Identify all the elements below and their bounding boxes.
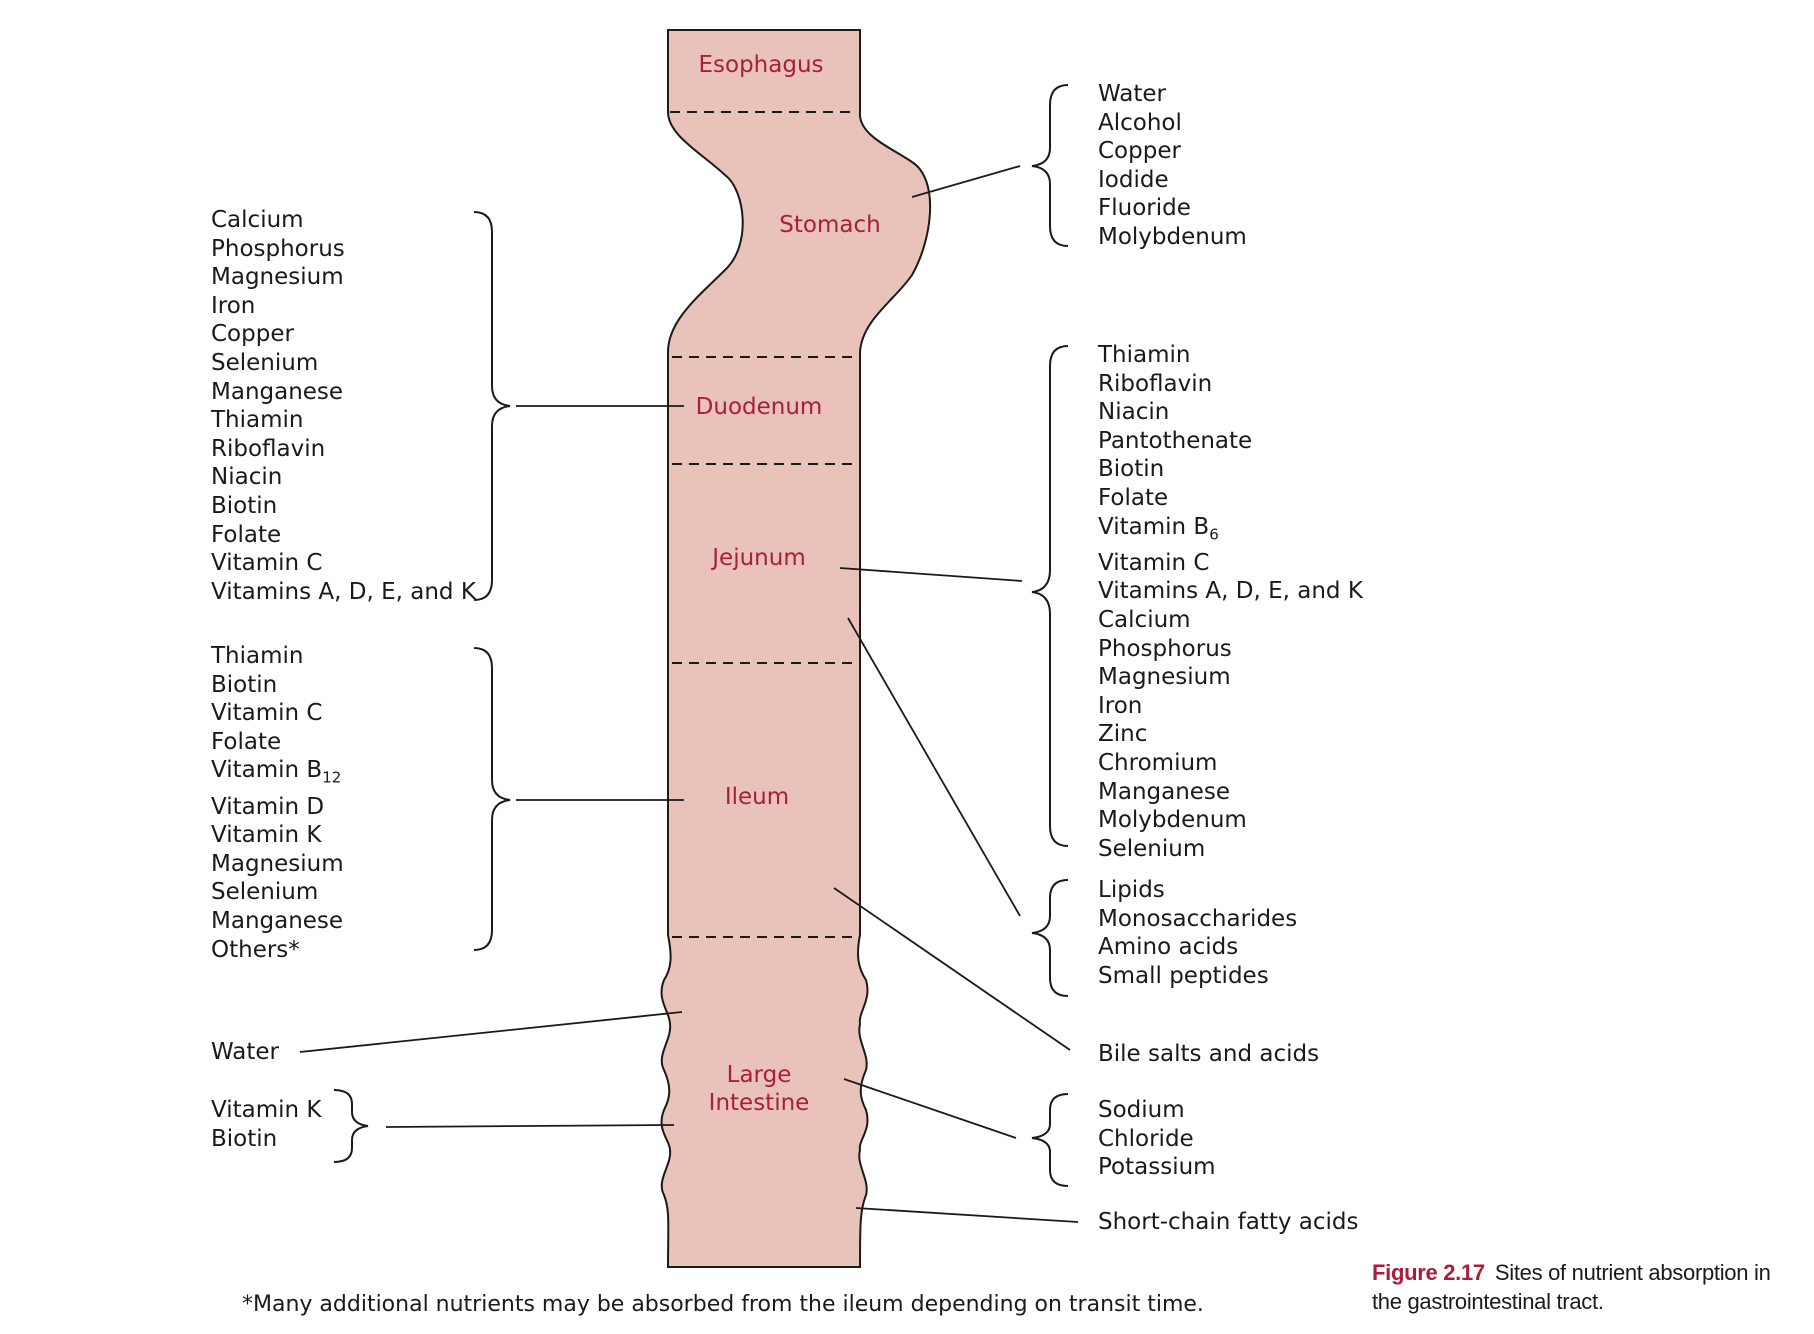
- leader-macros: [847, 617, 1021, 917]
- bile-salts-label: Bile salts and acids: [1098, 1041, 1320, 1067]
- nutrient-item: Magnesium: [211, 850, 344, 877]
- duodenum-label: Duodenum: [695, 394, 823, 420]
- scfa-label: Short-chain fatty acids: [1098, 1209, 1359, 1235]
- gi-tract-outline: [660, 29, 931, 1268]
- nutrient-item: Niacin: [211, 464, 283, 491]
- jejunum-brace: [1031, 345, 1069, 847]
- region-boundaries: [670, 111, 858, 938]
- nutrient-item: Vitamin C: [211, 550, 323, 577]
- nutrient-item: Copper: [1098, 138, 1181, 165]
- nutrient-item: Vitamin D: [211, 793, 325, 820]
- nutrient-item: Vitamin K: [211, 822, 322, 849]
- nutrient-item: Sodium: [1098, 1097, 1185, 1123]
- nutrient-item: Magnesium: [1098, 664, 1231, 691]
- nutrient-item: Pantothenate: [1098, 427, 1253, 454]
- macros-brace: [1031, 879, 1069, 997]
- nutrient-item: Thiamin: [211, 643, 304, 669]
- nutrient-item: Selenium: [211, 349, 319, 376]
- nutrient-item: Water: [1098, 81, 1166, 107]
- nutrient-item: Chloride: [1098, 1125, 1194, 1152]
- nutrient-item: Biotin: [211, 671, 278, 698]
- water-label: Water: [211, 1039, 279, 1065]
- footnote: *Many additional nutrients may be absorb…: [242, 1292, 1204, 1317]
- nutrient-item: Folate: [1098, 484, 1169, 511]
- esophagus-label: Esophagus: [698, 52, 824, 78]
- nutrient-item: Phosphorus: [211, 235, 345, 262]
- nutrient-item: Vitamin K: [211, 1097, 322, 1123]
- nutrient-item: Amino acids: [1098, 934, 1239, 961]
- nutrient-item: Potassium: [1098, 1154, 1216, 1181]
- nutrient-item: Selenium: [1098, 835, 1206, 862]
- stomach-brace: [1031, 84, 1069, 247]
- leader-vitamins: [385, 1124, 675, 1128]
- leader-bile: [833, 887, 1071, 1051]
- nutrient-item: Thiamin: [1098, 342, 1191, 368]
- nutrient-item: Riboflavin: [211, 435, 326, 462]
- nutrient-item: Zinc: [1098, 721, 1148, 748]
- nutrient-item: Niacin: [1098, 399, 1170, 426]
- nutrient-item: Manganese: [1098, 778, 1231, 805]
- nutrient-item: Riboflavin: [1098, 370, 1213, 397]
- vitamins-brace: [333, 1089, 369, 1163]
- nutrient-item: Molybdenum: [1098, 807, 1247, 834]
- leader-water: [299, 1011, 683, 1053]
- nutrient-item: Vitamin B12: [211, 757, 342, 787]
- nutrient-item: Folate: [211, 521, 282, 548]
- nutrient-item: Magnesium: [211, 264, 344, 291]
- nutrient-item: Selenium: [211, 879, 319, 906]
- large-intestine-label: Large Intestine: [708, 1062, 810, 1116]
- nutrient-item: Phosphorus: [1098, 635, 1232, 662]
- ileum-label: Ileum: [724, 784, 790, 810]
- nutrient-item: Vitamin B6: [1098, 513, 1219, 544]
- ileum-brace: [473, 647, 511, 951]
- nutrient-item: Lipids: [1098, 877, 1165, 903]
- nutrient-item: Biotin: [211, 492, 278, 519]
- nutrient-item: Iron: [1098, 692, 1143, 719]
- nutrient-item: Monosaccharides: [1098, 905, 1298, 932]
- nutrient-item: Small peptides: [1098, 962, 1269, 989]
- nutrient-item: Biotin: [211, 1125, 278, 1152]
- leader-stomach: [911, 165, 1021, 198]
- leader-jejunum: [839, 567, 1023, 582]
- duodenum-brace: [473, 211, 511, 601]
- nutrient-item: Thiamin: [211, 407, 304, 434]
- jejunum-label: Jejunum: [712, 545, 806, 571]
- nutrient-item: Vitamins A, D, E, and K: [1098, 578, 1363, 605]
- nutrient-item: Others*: [211, 936, 300, 963]
- leader-lines: [299, 165, 1079, 1223]
- nutrient-item: Vitamin C: [211, 700, 323, 727]
- nutrient-item: Copper: [211, 321, 294, 348]
- stomach-label: Stomach: [779, 212, 881, 238]
- nutrient-item: Iodide: [1098, 166, 1169, 193]
- nutrient-item: Alcohol: [1098, 109, 1182, 136]
- nutrient-item: Iron: [211, 292, 256, 319]
- nutrient-item: Biotin: [1098, 456, 1165, 483]
- electrolytes-brace: [1031, 1093, 1069, 1187]
- nutrient-item: Folate: [211, 728, 282, 755]
- braces: [333, 84, 1069, 1187]
- leader-electrolytes: [843, 1078, 1017, 1139]
- nutrient-item: Molybdenum: [1098, 223, 1247, 250]
- nutrient-item: Manganese: [211, 907, 344, 934]
- nutrient-item: Vitamins A, D, E, and K: [211, 578, 476, 605]
- nutrient-item: Fluoride: [1098, 195, 1191, 222]
- figure-number: Figure 2.17: [1372, 1260, 1485, 1285]
- nutrient-item: Vitamin C: [1098, 549, 1210, 576]
- figure-caption-text: Sites of nutrient absorption in the gast…: [1372, 1260, 1771, 1314]
- nutrient-item: Calcium: [1098, 606, 1191, 633]
- nutrient-item: Calcium: [211, 207, 304, 233]
- nutrient-item: Chromium: [1098, 749, 1218, 776]
- nutrient-item: Manganese: [211, 378, 344, 405]
- leader-scfa: [855, 1207, 1079, 1223]
